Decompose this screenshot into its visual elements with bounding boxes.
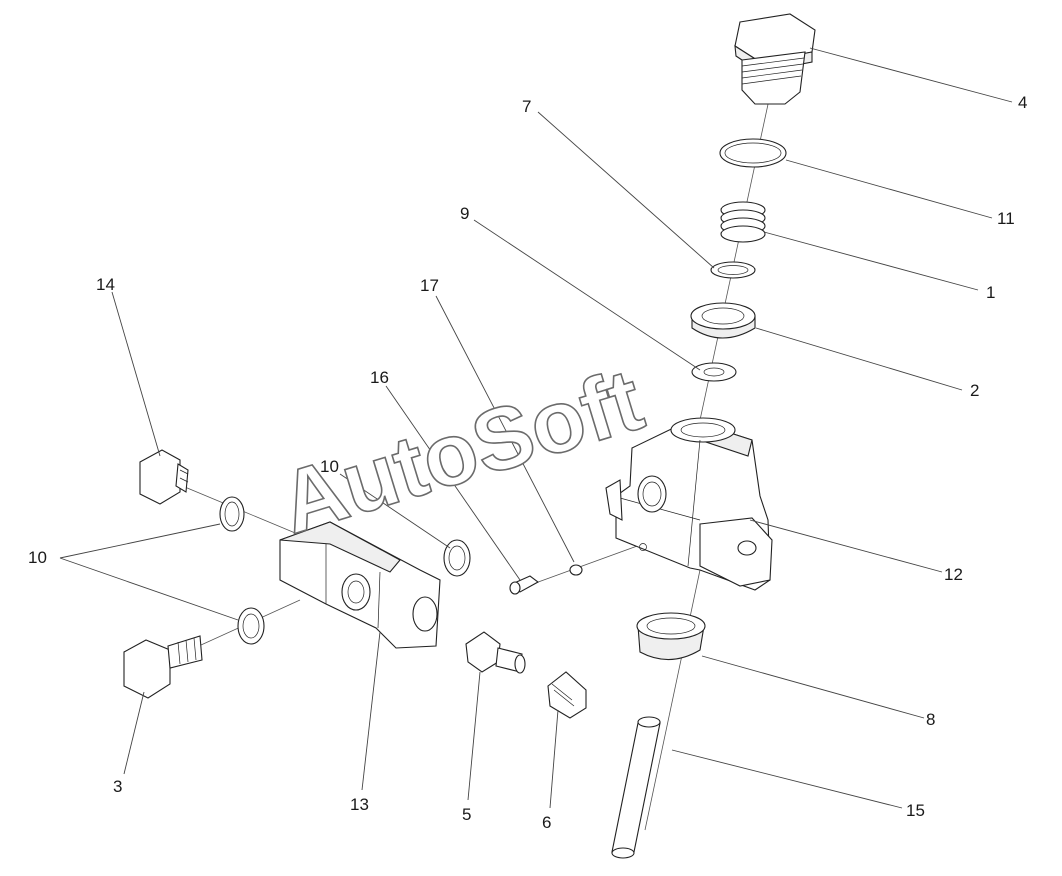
callout-10-left: 10 <box>28 548 47 567</box>
rod-part-15 <box>611 716 661 859</box>
watermark-text: AutoSoft <box>269 349 653 552</box>
hex-plug-part-4 <box>734 13 816 105</box>
spring-part-1 <box>720 201 766 243</box>
valve-seat-part-2 <box>690 302 756 339</box>
callout-5: 5 <box>462 805 471 824</box>
callout-labels: 4 11 1 2 7 9 17 16 10 10 14 12 8 15 3 13… <box>28 93 1027 832</box>
bolt-part-3 <box>123 635 203 699</box>
callout-13: 13 <box>350 795 369 814</box>
washer-part-9 <box>691 362 737 382</box>
callout-12: 12 <box>944 565 963 584</box>
o-ring-part-11 <box>719 138 787 168</box>
washers-part-10 <box>219 496 471 645</box>
fitting-part-5 <box>465 631 526 674</box>
callout-16: 16 <box>370 368 389 387</box>
cap-part-6 <box>547 671 587 719</box>
callout-3: 3 <box>113 777 122 796</box>
callout-10-upper: 10 <box>320 457 339 476</box>
valve-body-part-12 <box>605 417 773 591</box>
callout-9: 9 <box>460 204 469 223</box>
washer-part-7 <box>710 261 756 279</box>
washer-part-17 <box>569 564 583 576</box>
callout-7: 7 <box>522 97 531 116</box>
callout-14: 14 <box>96 275 115 294</box>
callout-8: 8 <box>926 710 935 729</box>
block-part-13 <box>279 521 441 649</box>
bolt-part-14 <box>139 449 189 505</box>
callout-17: 17 <box>420 276 439 295</box>
callout-1: 1 <box>986 283 995 302</box>
callout-6: 6 <box>542 813 551 832</box>
pin-part-16 <box>509 575 540 595</box>
callout-2: 2 <box>970 381 979 400</box>
callout-15: 15 <box>906 801 925 820</box>
leader-lines <box>59 47 1013 809</box>
callout-11: 11 <box>997 209 1015 228</box>
callout-4: 4 <box>1018 93 1027 112</box>
seat-part-8 <box>636 612 706 661</box>
